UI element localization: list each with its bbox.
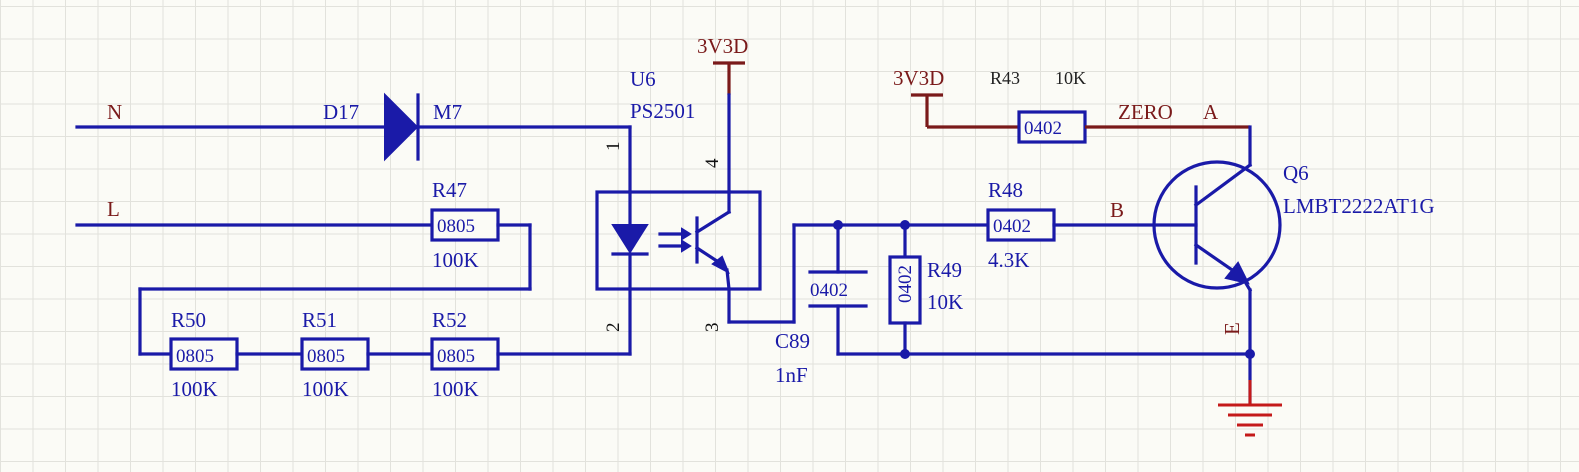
wire-m7-to-u6-pin1 bbox=[416, 125, 632, 194]
q6-designator: Q6 bbox=[1283, 161, 1309, 185]
r49-value: 10K bbox=[927, 290, 963, 314]
net-label-b: B bbox=[1110, 198, 1124, 222]
q6-part: LMBT2222AT1G bbox=[1283, 194, 1435, 218]
d17-designator: D17 bbox=[323, 100, 359, 124]
power-port-3v3d-u6 bbox=[713, 61, 745, 95]
q6-pin-e-label: E bbox=[1220, 322, 1244, 335]
transistor-q6[interactable] bbox=[1152, 160, 1282, 356]
resistor-r49[interactable] bbox=[888, 223, 922, 356]
q6-pin-c-label: A bbox=[1203, 100, 1219, 124]
r48-designator: R48 bbox=[988, 178, 1023, 202]
u6-part: PS2501 bbox=[630, 99, 695, 123]
r48-package: 0402 bbox=[993, 216, 1031, 237]
r49-designator: R49 bbox=[927, 258, 962, 282]
r47-designator: R47 bbox=[432, 178, 467, 202]
r52-package: 0805 bbox=[437, 346, 475, 367]
resistor-r48[interactable] bbox=[986, 208, 1056, 242]
wire-r47-to-r50 bbox=[138, 223, 532, 356]
ground-symbol bbox=[1218, 352, 1282, 437]
u6-pin-2: 2 bbox=[603, 323, 624, 333]
resistor-r43[interactable] bbox=[1017, 110, 1087, 144]
c89-package: 0402 bbox=[810, 280, 848, 301]
r52-designator: R52 bbox=[432, 308, 467, 332]
r43-package: 0402 bbox=[1024, 118, 1062, 139]
r43-supply-label: 3V3D bbox=[893, 66, 944, 90]
junction-r49-bottom bbox=[900, 349, 910, 359]
r43-value: 10K bbox=[1055, 68, 1086, 88]
capacitor-c89[interactable] bbox=[808, 223, 868, 356]
net-label-zero: ZERO bbox=[1118, 100, 1173, 124]
r51-value: 100K bbox=[302, 377, 349, 401]
optocoupler-u6[interactable] bbox=[595, 190, 762, 291]
c89-designator: C89 bbox=[775, 329, 810, 353]
c89-value: 1nF bbox=[775, 363, 808, 387]
net-label-l: L bbox=[107, 197, 120, 221]
r47-package: 0805 bbox=[437, 216, 475, 237]
u6-designator: U6 bbox=[630, 67, 656, 91]
r43-designator: R43 bbox=[990, 68, 1020, 88]
net-label-n: N bbox=[107, 100, 122, 124]
resistor-r50[interactable] bbox=[169, 337, 239, 371]
r50-value: 100K bbox=[171, 377, 218, 401]
r48-value: 4.3K bbox=[988, 248, 1029, 272]
r50-designator: R50 bbox=[171, 308, 206, 332]
r49-package: 0402 bbox=[895, 265, 916, 303]
u6-pin-3: 3 bbox=[702, 323, 723, 333]
u6-pin-1: 1 bbox=[603, 142, 624, 152]
r47-value: 100K bbox=[432, 248, 479, 272]
u6-pin-4: 4 bbox=[702, 158, 723, 168]
r51-designator: R51 bbox=[302, 308, 337, 332]
net-label-m7: M7 bbox=[433, 100, 462, 124]
wire-u6-pin3-to-filter bbox=[727, 223, 990, 324]
power-port-3v3d-r43 bbox=[911, 93, 1019, 129]
diode-d17[interactable] bbox=[384, 92, 420, 162]
wire-r43-to-collector bbox=[1085, 125, 1252, 167]
u6-supply-label: 3V3D bbox=[697, 34, 748, 58]
r51-package: 0805 bbox=[307, 346, 345, 367]
r50-package: 0805 bbox=[176, 346, 214, 367]
wire-r52-to-u6-pin2 bbox=[496, 287, 632, 356]
r52-value: 100K bbox=[432, 377, 479, 401]
